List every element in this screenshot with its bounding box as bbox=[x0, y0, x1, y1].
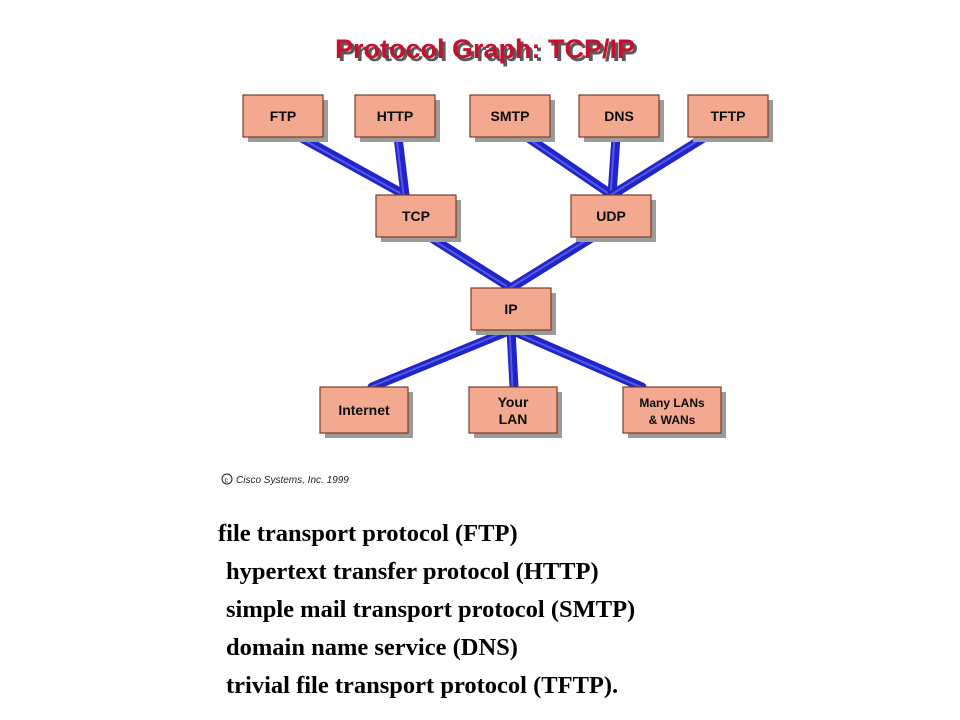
link-highlight-http-tcp bbox=[395, 136, 405, 196]
link-highlight-udp-ip bbox=[508, 236, 593, 289]
node-box-smtp bbox=[469, 94, 551, 138]
link-highlight-dns-udp bbox=[609, 136, 616, 196]
node-smtp: SMTP bbox=[469, 94, 555, 142]
node-label-yourlan: LAN bbox=[499, 411, 528, 427]
node-box-dns bbox=[578, 94, 660, 138]
link-highlight-tftp-udp bbox=[609, 136, 705, 196]
node-box-manylans bbox=[622, 386, 722, 434]
legend-line-tftp: trivial file transport protocol (TFTP). bbox=[226, 672, 619, 699]
node-label-smtp: SMTP bbox=[491, 108, 530, 124]
node-internet: Internet bbox=[319, 386, 413, 438]
legend-line-http: hypertext transfer protocol (HTTP) bbox=[226, 558, 599, 585]
legend-line-ftp: file transport protocol (FTP) bbox=[218, 520, 518, 547]
protocol-graph-diagram: Protocol Graph: TCP/IP Protocol Graph: T… bbox=[221, 34, 773, 486]
node-label-manylans: & WANs bbox=[649, 413, 696, 427]
copyright-notice: c Cisco Systems, Inc. 1999 bbox=[221, 473, 349, 486]
node-label-manylans: Many LANs bbox=[639, 396, 705, 410]
node-dns: DNS bbox=[578, 94, 664, 142]
link-dns-udp bbox=[607, 132, 621, 200]
copyright-symbol-letter: c bbox=[225, 478, 229, 485]
node-box-ip bbox=[470, 287, 552, 331]
node-tftp: TFTP bbox=[687, 94, 773, 142]
copyright-symbol-icon bbox=[221, 473, 233, 485]
node-http: HTTP bbox=[354, 94, 440, 142]
link-highlight-ip-internet bbox=[369, 329, 511, 388]
node-box-tftp bbox=[687, 94, 769, 138]
node-label-tcp: TCP bbox=[402, 208, 430, 224]
link-highlight-tcp-ip bbox=[427, 236, 511, 289]
node-label-ftp: FTP bbox=[270, 108, 296, 124]
node-label-ip: IP bbox=[504, 301, 517, 317]
diagram-title-text: Protocol Graph: TCP/IP bbox=[335, 34, 635, 64]
legend-line-smtp: simple mail transport protocol (SMTP) bbox=[226, 596, 636, 623]
protocol-legend: file transport protocol (FTP) hypertext … bbox=[218, 515, 918, 705]
link-highlight-ip-yourlan bbox=[508, 329, 514, 388]
node-box-http bbox=[354, 94, 436, 138]
node-label-internet: Internet bbox=[338, 402, 390, 418]
nodes-layer: FTP HTTP SMTP DNS TFTP TCP UDP IP Internet YourLA… bbox=[242, 94, 773, 438]
node-box-udp bbox=[570, 194, 652, 238]
node-label-http: HTTP bbox=[377, 108, 414, 124]
node-box-yourlan bbox=[468, 386, 558, 434]
link-highlight-smtp-udp bbox=[524, 136, 612, 196]
legend-line-dns: domain name service (DNS) bbox=[226, 634, 518, 661]
node-box-internet bbox=[319, 386, 409, 434]
node-tcp: TCP bbox=[375, 194, 461, 242]
node-box-ftp bbox=[242, 94, 324, 138]
node-label-udp: UDP bbox=[596, 208, 626, 224]
node-ftp: FTP bbox=[242, 94, 328, 142]
link-http-tcp bbox=[393, 132, 410, 200]
link-ip-yourlan bbox=[506, 325, 519, 392]
link-highlight-ftp-tcp bbox=[297, 136, 405, 196]
node-label-tftp: TFTP bbox=[711, 108, 746, 124]
diagram-title-shadow: Protocol Graph: TCP/IP bbox=[338, 37, 638, 67]
node-udp: UDP bbox=[570, 194, 656, 242]
node-box-tcp bbox=[375, 194, 457, 238]
link-highlight-ip-manylans bbox=[508, 329, 642, 388]
node-manylans: Many LANs & WANs bbox=[622, 386, 726, 438]
copyright-text: Cisco Systems, Inc. 1999 bbox=[236, 475, 349, 486]
node-label-dns: DNS bbox=[604, 108, 634, 124]
diagram-title: Protocol Graph: TCP/IP Protocol Graph: T… bbox=[335, 34, 638, 67]
links-layer bbox=[295, 132, 710, 392]
node-label-yourlan: Your bbox=[498, 394, 529, 410]
node-ip: IP bbox=[470, 287, 556, 335]
